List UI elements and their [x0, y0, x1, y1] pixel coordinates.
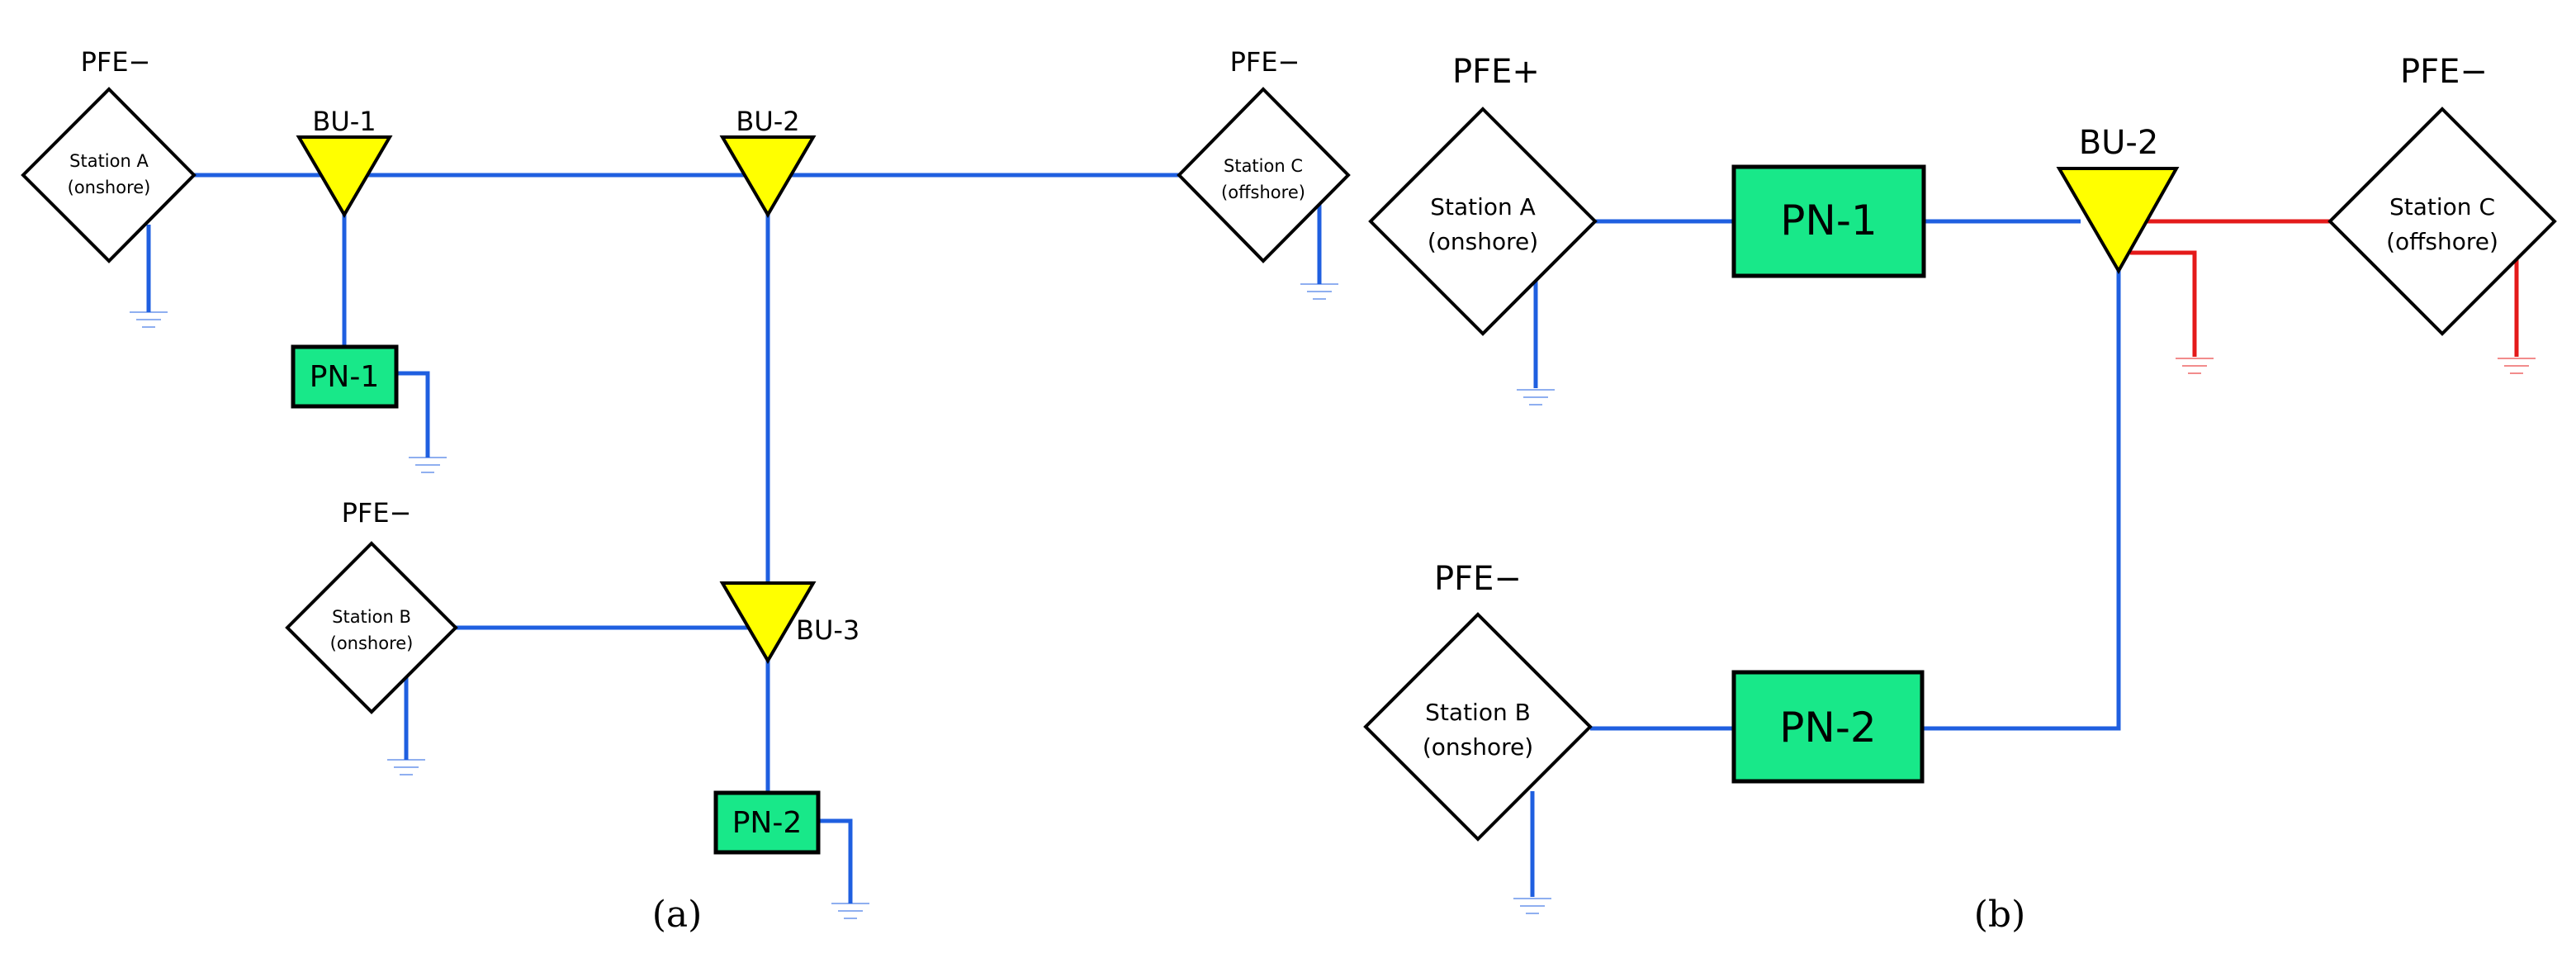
pn2-power-node-b: PN-2	[1731, 670, 1925, 784]
station-c-diamond-b	[2327, 107, 2557, 336]
bu2-label: BU-2	[736, 106, 799, 137]
pn2-box	[713, 790, 821, 855]
station-c-location: (offshore)	[1221, 183, 1305, 202]
pn2-box-b	[1731, 670, 1925, 784]
station-b-ground-symbol-b	[1513, 898, 1552, 914]
station-c-ground-symbol-b	[2497, 358, 2536, 374]
panel-b: Station A (onshore) PFE+ Station C (offs…	[1363, 53, 2557, 936]
bu1-branching-unit: BU-1	[296, 106, 393, 218]
pn2-label: PN-2	[732, 806, 803, 840]
panel-a-caption: (a)	[652, 894, 703, 936]
station-c-diamond	[1177, 87, 1351, 263]
station-a-name: Station A	[69, 151, 149, 171]
station-b-diamond-b	[1363, 612, 1593, 842]
panel-a: Station A (onshore) PFE− Station C (offs…	[21, 46, 1351, 936]
pn1-power-node-b: PN-1	[1731, 164, 1926, 278]
station-b-name-b: Station B	[1425, 699, 1531, 726]
station-b-location: (onshore)	[330, 633, 414, 653]
station-b-location-b: (onshore)	[1423, 733, 1533, 761]
station-a-diamond-b	[1368, 107, 1598, 336]
station-c-ground-symbol	[1300, 283, 1339, 300]
station-a-ground-symbol	[129, 311, 168, 328]
station-c-pfe-polarity: PFE−	[1230, 46, 1300, 78]
station-a-node: Station A (onshore) PFE−	[21, 46, 197, 263]
station-a-diamond	[21, 87, 197, 263]
station-b-pfe-polarity-b: PFE−	[1434, 560, 1522, 598]
station-b-node-b: Station B (onshore) PFE−	[1363, 560, 1593, 842]
pn1-box-b	[1731, 164, 1926, 278]
pn1-label-b: PN-1	[1780, 197, 1877, 244]
panel-b-wires	[1530, 219, 2519, 897]
pn1-power-node: PN-1	[291, 344, 399, 409]
station-a-location-b: (onshore)	[1428, 228, 1538, 255]
station-c-node: Station C (offshore) PFE−	[1177, 46, 1351, 263]
bu2-label-b: BU-2	[2079, 124, 2159, 162]
station-c-location-b: (offshore)	[2386, 228, 2498, 255]
pn2-power-node: PN-2	[713, 790, 821, 855]
pn1-ground-symbol	[408, 457, 447, 473]
bu2-to-pn2-cable	[1922, 256, 2121, 731]
bu2-triangle	[719, 135, 817, 218]
bu3-label: BU-3	[796, 614, 859, 646]
station-c-node-b: Station C (offshore) PFE−	[2327, 53, 2557, 336]
station-b-diamond	[285, 541, 458, 714]
station-b-node: Station B (onshore) PFE−	[285, 497, 458, 714]
bu3-branching-unit: BU-3	[719, 581, 859, 664]
bu2-ground-symbol	[2175, 358, 2214, 374]
bu1-triangle	[296, 135, 393, 218]
station-a-location: (onshore)	[68, 178, 151, 197]
pn1-ground-lead	[396, 371, 430, 458]
station-b-pfe-polarity: PFE−	[342, 497, 412, 529]
station-b-ground-symbol	[386, 759, 426, 775]
pn1-box	[291, 344, 399, 409]
pn2-ground-lead	[817, 818, 853, 903]
bu2-branching-unit: BU-2	[719, 106, 817, 218]
bu2-ground-lead	[2130, 250, 2197, 357]
bu2-triangle-b	[2056, 167, 2180, 275]
station-b-name: Station B	[332, 607, 411, 627]
pn2-ground-symbol	[831, 903, 870, 919]
pn1-label: PN-1	[310, 360, 380, 394]
station-c-pfe-polarity-b: PFE−	[2400, 53, 2488, 91]
pn2-label-b: PN-2	[1779, 704, 1876, 752]
bu3-triangle	[719, 581, 817, 664]
bu1-label: BU-1	[312, 106, 376, 137]
station-a-name-b: Station A	[1430, 193, 1536, 221]
station-a-node-b: Station A (onshore) PFE+	[1368, 53, 1598, 336]
station-a-pfe-polarity: PFE−	[81, 46, 151, 78]
station-c-name-b: Station C	[2389, 193, 2495, 221]
station-a-ground-symbol-b	[1516, 389, 1556, 405]
station-c-name: Station C	[1224, 156, 1303, 176]
bu2-branching-unit-b: BU-2	[2056, 124, 2180, 275]
panel-b-caption: (b)	[1974, 894, 2026, 936]
station-a-pfe-polarity-b: PFE+	[1452, 53, 1540, 91]
